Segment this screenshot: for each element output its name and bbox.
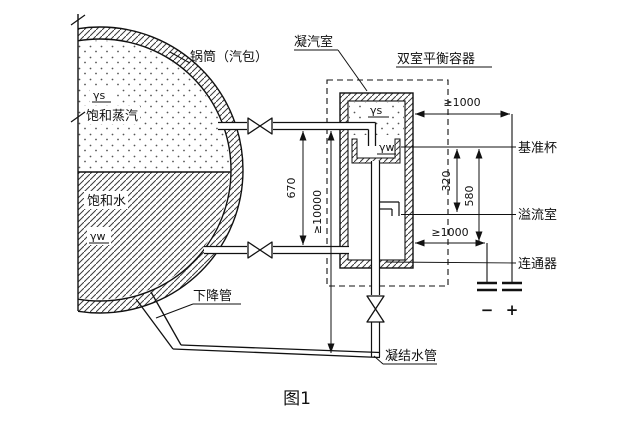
condensate-label-leader: [373, 355, 384, 365]
overflow-chamber-label: 溢流室: [518, 207, 557, 223]
connector-label: 连通器: [518, 256, 557, 272]
downcomer-label-leader: [155, 303, 194, 319]
terminal-positive: [502, 114, 522, 292]
terminal-negative: [477, 243, 497, 292]
reference-cup: [351, 138, 401, 164]
condensate-run: [172, 344, 381, 359]
dim-1000-bottom-text: ≥1000: [431, 226, 468, 239]
drain-valve-icon: [366, 295, 385, 357]
container-dashed-outline: [326, 79, 449, 287]
gamma-w-label: γw: [90, 230, 106, 243]
downcomer-label: 下降管: [193, 289, 232, 304]
balance-container-label: 双室平衡容器: [397, 51, 475, 67]
water-label: 饱和水: [87, 194, 126, 209]
terminal-positive-sign: +: [506, 301, 519, 319]
connector-leader: [385, 261, 517, 264]
dim-10000-text: ≥10000: [311, 190, 324, 234]
boiler-drum: [78, 26, 244, 314]
steam-pipe: [218, 121, 377, 146]
overflow-tube: [379, 201, 400, 216]
condensing-chamber-leader: [337, 49, 368, 92]
figure-caption: 图1: [283, 389, 311, 409]
downcomer-pipe: [135, 291, 182, 350]
reference-cup-label: 基准杯: [518, 141, 557, 156]
dim-1000-top-text: ≥1000: [443, 96, 480, 109]
steam-valve-icon: [247, 117, 273, 135]
water-valve-icon: [247, 241, 273, 259]
break-boundary: [70, 14, 86, 311]
cup-gamma-w-label: γw: [379, 141, 395, 154]
drum-label: 锅筒（汽包）: [190, 49, 268, 65]
container-gamma-s-label: γs: [370, 104, 383, 117]
drum-label-leader: [169, 51, 191, 64]
condensing-chamber-label: 凝汽室: [294, 34, 333, 50]
down-tube: [370, 161, 381, 296]
gamma-s-label: γs: [93, 89, 106, 102]
steam-label: 饱和蒸汽: [86, 109, 138, 124]
water-pipe: [204, 245, 349, 255]
condensate-pipe-label: 凝结水管: [385, 348, 437, 364]
dim-670-text: 670: [285, 178, 298, 199]
dim-320-text: 320: [440, 171, 453, 192]
terminal-negative-sign: −: [481, 301, 494, 319]
dim-580-text: 580: [463, 186, 476, 207]
